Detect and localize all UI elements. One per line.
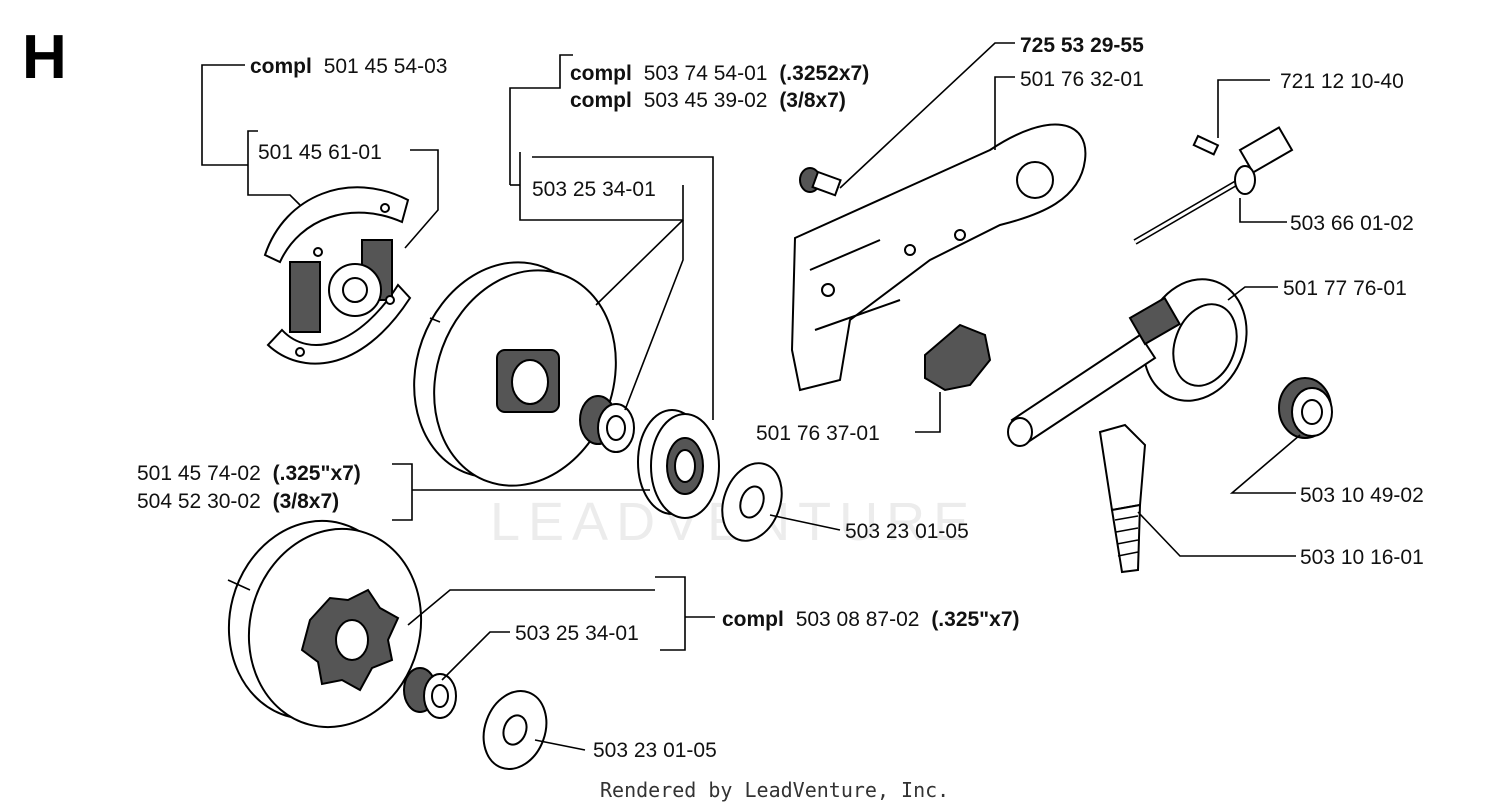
label-clutch-compl: compl 501 45 54-03 [250, 55, 447, 78]
label-pump: 501 77 76-01 [1283, 277, 1407, 300]
footer-credit: Rendered by LeadVenture, Inc. [600, 778, 949, 802]
gear-shaft-drawing [1098, 423, 1147, 574]
side-plate-drawing [790, 123, 1087, 392]
label-washer-bottom: 503 23 01-05 [593, 739, 717, 762]
block-drawing [924, 323, 992, 392]
label-washer-top: 503 23 01-05 [845, 520, 969, 543]
label-bearing-top: 503 25 34-01 [532, 178, 656, 201]
label-drum-compl-1: compl 503 74 54-01 (.3252x7) [570, 62, 869, 85]
leader-lines [201, 42, 1301, 751]
worm-gear-drawing [1278, 377, 1333, 439]
label-bolt: 725 53 29-55 [1020, 34, 1144, 57]
needle-bearing-lower-drawing [403, 667, 457, 719]
label-rim-1: 501 45 74-02 (.325"x7) [137, 462, 361, 485]
label-drum-compl-2: compl 503 45 39-02 (3/8x7) [570, 89, 846, 112]
label-plate: 501 76 32-01 [1020, 68, 1144, 91]
clutch-drum-lower-drawing [227, 519, 423, 729]
clutch-drum-upper-drawing [413, 261, 617, 487]
section-letter: H [22, 23, 67, 92]
needle-bearing-upper-drawing [579, 395, 635, 453]
label-pin: 721 12 10-40 [1280, 70, 1404, 93]
label-shaft: 503 66 01-02 [1290, 212, 1414, 235]
label-block: 501 76 37-01 [756, 422, 880, 445]
washer-upper-drawing [721, 462, 783, 542]
washer-lower-drawing [482, 690, 548, 770]
label-clutch-shoe: 501 45 61-01 [258, 141, 382, 164]
label-worm-gear: 503 10 49-02 [1300, 484, 1424, 507]
label-bearing-bottom: 503 25 34-01 [515, 622, 639, 645]
clutch-assembly-drawing [263, 186, 412, 365]
label-rim-2: 504 52 30-02 (3/8x7) [137, 490, 339, 513]
pin-drawing [1192, 134, 1220, 156]
label-drum-compl-lower: compl 503 08 87-02 (.325"x7) [722, 608, 1020, 631]
bolt-drawing [799, 167, 842, 197]
rim-sprocket-drawing [637, 409, 720, 519]
shaft-drawing [1133, 126, 1294, 245]
oil-pump-drawing [1007, 278, 1248, 447]
label-gear-shaft: 503 10 16-01 [1300, 546, 1424, 569]
